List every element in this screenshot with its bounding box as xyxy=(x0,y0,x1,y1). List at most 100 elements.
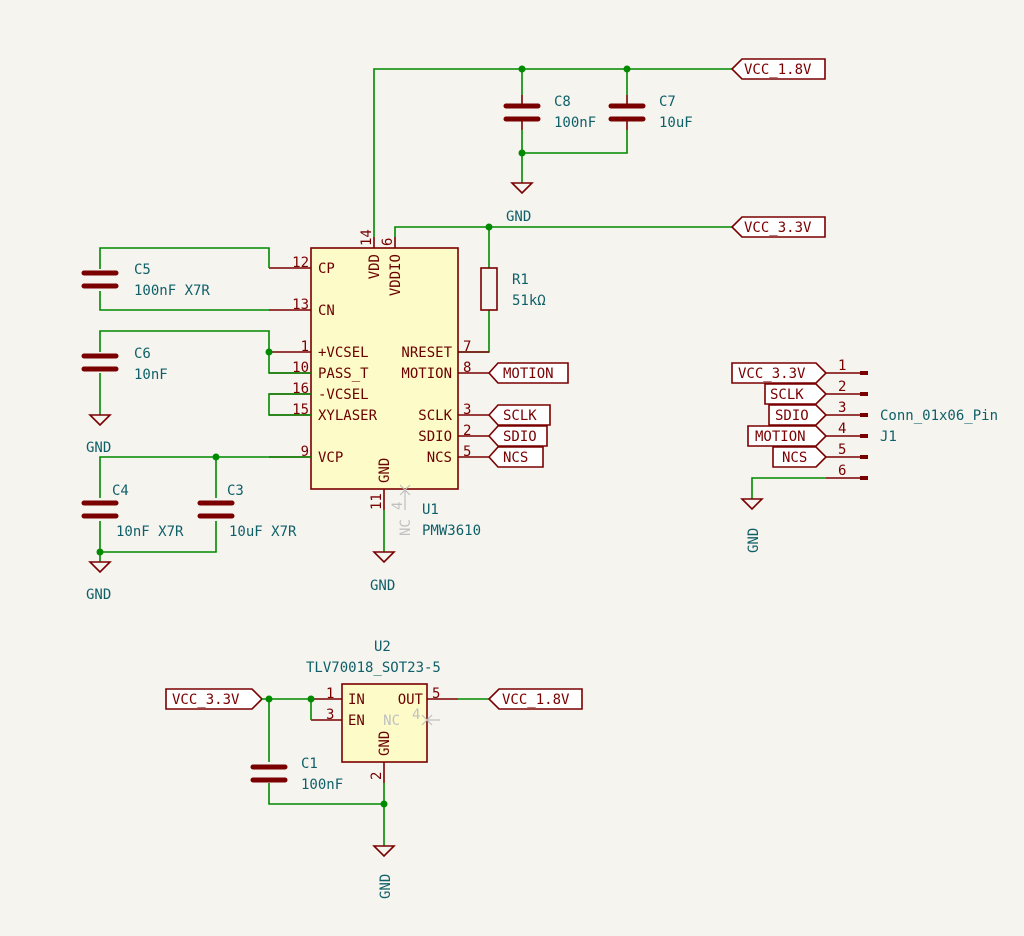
capacitor-c3: C3 10uF X7R xyxy=(197,483,297,540)
j1-pin-num-3: 3 xyxy=(838,400,846,416)
u1-pin-name-vddio: VDDIO xyxy=(388,254,404,296)
c6-value: 10nF xyxy=(134,367,168,383)
u2-pin-name-nc: NC xyxy=(383,713,400,729)
c8-ref: C8 xyxy=(554,94,571,110)
j1-pin-num-4: 4 xyxy=(838,421,846,437)
j1-value: Conn_01x06_Pin xyxy=(880,408,998,424)
u2-pin-name-en: EN xyxy=(348,713,365,729)
c3-value: 10uF X7R xyxy=(229,524,297,540)
u1-pin-name-cp: CP xyxy=(318,261,335,277)
capacitor-c8: C8 100nF xyxy=(503,94,596,131)
net-label-sdio-u1: SDIO xyxy=(487,425,548,447)
capacitor-c7: C7 10uF xyxy=(608,94,693,131)
u2-ref: U2 xyxy=(374,639,391,655)
c4-ref: C4 xyxy=(112,483,129,499)
u1-pin-num-14: 14 xyxy=(359,229,375,246)
ic-u1-pmw3610: CP CN +VCSEL PASS_T -VCSEL XYLASER VCP 1… xyxy=(269,229,489,539)
ic-u2-tlv70018: U2 TLV70018_SOT23-5 IN EN OUT NC GND 1 3… xyxy=(306,639,458,783)
net-label-motion-u1: MOTION xyxy=(487,362,569,384)
u1-pin-num-10: 10 xyxy=(292,360,309,376)
u2-in-net-vcc33: VCC_3.3V xyxy=(172,692,240,708)
u1-pin-name-sclk: SCLK xyxy=(418,408,452,424)
u1-pin-name-nreset: NRESET xyxy=(401,345,452,361)
c7-ref: C7 xyxy=(659,94,676,110)
u1-pin-num-5: 5 xyxy=(463,444,471,460)
capacitor-c1: C1 100nF xyxy=(250,756,343,793)
u1-pin-num-8: 8 xyxy=(463,360,471,376)
u2-pin-name-out: OUT xyxy=(398,692,424,708)
ground-symbol-u1: GND xyxy=(370,510,396,594)
u1-pin-num-2: 2 xyxy=(463,423,471,439)
c8-value: 100nF xyxy=(554,115,596,131)
c4-value: 10nF X7R xyxy=(116,524,184,540)
vcsel-xylaser-loop xyxy=(268,393,311,416)
capacitor-c4: C4 10nF X7R xyxy=(81,483,184,540)
resistor-r1: R1 51kΩ xyxy=(480,267,546,311)
svg-text:NCS: NCS xyxy=(503,450,528,466)
u2-pin-name-in: IN xyxy=(348,692,365,708)
c5-ref: C5 xyxy=(134,262,151,278)
net-label-vcc33: VCC_3.3V xyxy=(744,220,812,236)
u1-pin-num-3: 3 xyxy=(463,402,471,418)
j1-pin-num-5: 5 xyxy=(838,442,846,458)
capacitor-c5: C5 100nF X7R xyxy=(81,247,270,311)
net-label-sclk-u1: SCLK xyxy=(487,404,551,426)
u1-pin-name-pass-t: PASS_T xyxy=(318,366,369,382)
c7-value: 10uF xyxy=(659,115,693,131)
u1-value: PMW3610 xyxy=(422,523,481,539)
ground-label-c4: GND xyxy=(86,587,111,603)
net-label-ncs-u1: NCS xyxy=(487,446,544,468)
svg-text:SDIO: SDIO xyxy=(503,429,537,445)
u2-pin-num-2: 2 xyxy=(369,772,385,780)
u1-pin-name-sdio: SDIO xyxy=(418,429,452,445)
u1-pin-num-9: 9 xyxy=(301,444,309,460)
power-flag-vcc33-top: VCC_3.3V xyxy=(730,216,826,238)
vcc18-rail xyxy=(373,65,732,237)
power-flag-vcc18-top: VCC_1.8V xyxy=(730,58,826,80)
vcp-decoupling: GND xyxy=(86,453,311,603)
u2-value: TLV70018_SOT23-5 xyxy=(306,660,441,676)
ground-label-c6: GND xyxy=(86,440,111,456)
j1-net-sdio: SDIO xyxy=(775,408,809,424)
j1-net-sclk: SCLK xyxy=(770,387,804,403)
ground-symbol-top: GND xyxy=(506,182,534,225)
u1-pin-name-vcsel-n: -VCSEL xyxy=(318,387,369,403)
j1-pin-num-1: 1 xyxy=(838,358,846,374)
c6-ref: C6 xyxy=(134,346,151,362)
j1-pin-num-2: 2 xyxy=(838,379,846,395)
j1-net-ncs: NCS xyxy=(782,450,807,466)
u2-pin-name-gnd: GND xyxy=(377,731,393,756)
ground-label-j1: GND xyxy=(746,528,762,553)
c1-ref: C1 xyxy=(301,756,318,772)
u1-pin-num-16: 16 xyxy=(292,381,309,397)
capacitor-c6: C6 10nF GND xyxy=(81,330,311,456)
u1-pin-num-7: 7 xyxy=(463,339,471,355)
j1-net-motion: MOTION xyxy=(755,429,806,445)
u1-pin-name-motion: MOTION xyxy=(401,366,452,382)
u1-pin-name-nc: NC xyxy=(398,519,414,536)
u2-out-net-vcc18: VCC_1.8V xyxy=(502,692,570,708)
r1-value: 51kΩ xyxy=(512,293,546,309)
u1-pin-name-cn: CN xyxy=(318,303,335,319)
u2-pin-num-4: 4 xyxy=(412,707,420,723)
u2-pin-num-1: 1 xyxy=(326,686,334,702)
u1-pin-name-vdd: VDD xyxy=(367,254,383,279)
ground-label-u2: GND xyxy=(378,874,394,899)
u1-pin-num-15: 15 xyxy=(292,402,309,418)
u1-pin-name-ncs: NCS xyxy=(427,450,452,466)
u1-pin-name-gnd: GND xyxy=(377,458,393,483)
svg-text:MOTION: MOTION xyxy=(503,366,554,382)
connector-j1: VCC_3.3V SCLK SDIO MOTION NCS 1 2 3 4 5 … xyxy=(731,358,998,553)
u1-pin-name-xylaser: XYLASER xyxy=(318,408,378,424)
j1-pin-num-6: 6 xyxy=(838,463,846,479)
u2-input-wiring: VCC_3.3V GND xyxy=(165,688,396,899)
u1-pin-num-6: 6 xyxy=(380,238,396,246)
u1-pin-num-1: 1 xyxy=(301,339,309,355)
u1-ref: U1 xyxy=(422,502,439,518)
r1-ref: R1 xyxy=(512,272,529,288)
u1-pin-num-12: 12 xyxy=(292,255,309,271)
u2-pin-num-5: 5 xyxy=(432,686,440,702)
svg-text:SCLK: SCLK xyxy=(503,408,537,424)
u1-pin-name-vcsel-p: +VCSEL xyxy=(318,345,369,361)
